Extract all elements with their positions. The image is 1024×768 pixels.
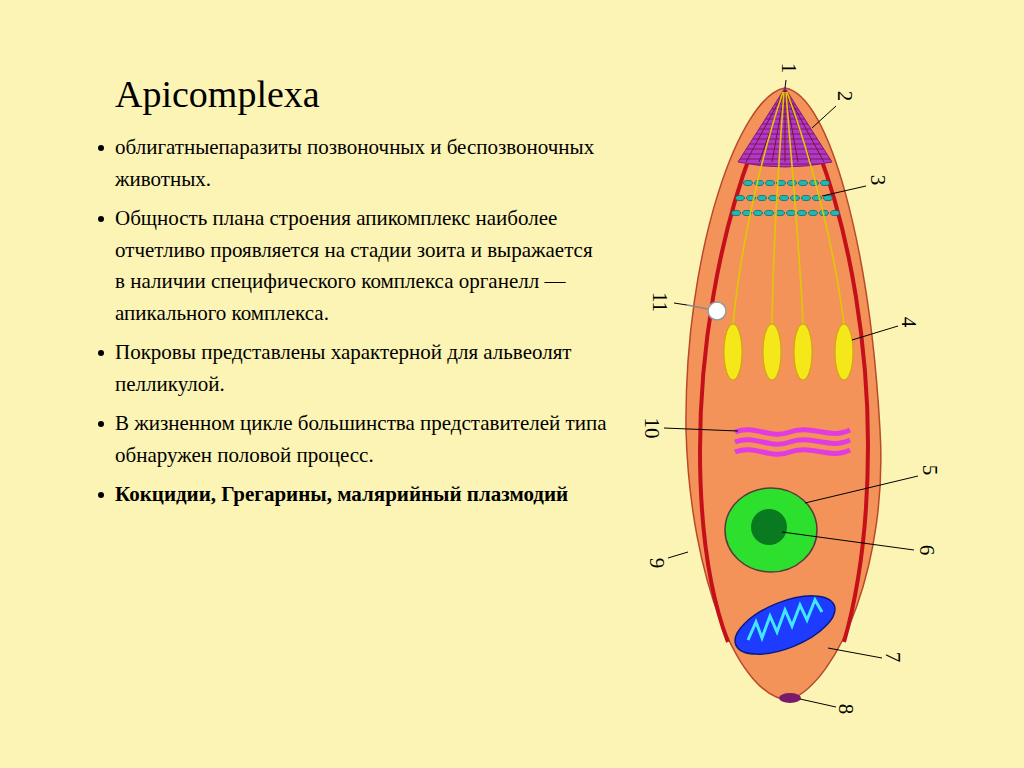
- bullet-text: облигатныепаразиты позвоночных и беспозв…: [115, 135, 594, 191]
- micropore: [708, 302, 726, 320]
- microneme: [831, 210, 840, 215]
- microneme: [744, 180, 753, 185]
- bullet-item: Кокцидии, Грегарины, малярийный плазмоди…: [115, 479, 607, 511]
- microneme: [754, 210, 763, 215]
- nucleus: [725, 488, 817, 572]
- callout-number: 6: [916, 545, 938, 556]
- leader-lines: [664, 80, 918, 707]
- bullet-item: Покровы представлены характерной для аль…: [115, 337, 607, 400]
- conoid-ray: [785, 90, 786, 162]
- bullet-dot: [98, 216, 104, 222]
- conoid: [738, 88, 832, 167]
- microneme: [787, 210, 796, 215]
- rhoptry-ducts: [733, 92, 844, 325]
- mitochondrion-cristae: [748, 600, 822, 640]
- bullet-dot: [98, 421, 104, 427]
- bullet-text: В жизненном цикле большинства представит…: [115, 411, 606, 467]
- bullet-dot: [98, 350, 104, 356]
- pellicle-membrane: [700, 150, 752, 642]
- rhoptries: [724, 324, 853, 380]
- bullet-text: Общность плана строения апикомплекс наиб…: [115, 206, 593, 325]
- microneme: [788, 180, 797, 185]
- bullet-item: облигатныепаразиты позвоночных и беспозв…: [115, 132, 607, 195]
- callout-number: 11: [649, 292, 671, 312]
- microneme: [732, 210, 741, 215]
- microneme: [766, 180, 775, 185]
- posterior-ring: [779, 693, 801, 703]
- microneme: [799, 180, 808, 185]
- callout-number: 4: [898, 317, 920, 328]
- micropore-stalk: [687, 305, 708, 309]
- bullet-text: Покровы представлены характерной для аль…: [115, 340, 572, 396]
- callout-number: 3: [867, 175, 889, 186]
- callout-number: 7: [882, 652, 904, 663]
- microneme: [755, 180, 764, 185]
- callout-number: 10: [641, 418, 663, 439]
- microneme: [810, 180, 819, 185]
- mitochondrion: [727, 584, 843, 666]
- callout-number: 5: [919, 465, 941, 476]
- bullet-item: Общность плана строения апикомплекс наиб…: [115, 203, 607, 329]
- golgi-apparatus: [735, 430, 850, 455]
- callout-number: 1: [778, 63, 800, 74]
- bullet-text: Кокцидии, Грегарины, малярийный плазмоди…: [115, 482, 568, 506]
- microneme: [765, 210, 774, 215]
- microneme: [821, 180, 830, 185]
- microneme: [809, 210, 818, 215]
- callout-number: 2: [834, 91, 856, 102]
- cell-body: [686, 88, 881, 700]
- bullet-dot: [98, 145, 104, 151]
- microneme: [798, 210, 807, 215]
- microneme: [736, 195, 745, 200]
- bullet-item: В жизненном цикле большинства представит…: [115, 408, 607, 471]
- callout-number: 8: [835, 704, 857, 715]
- microneme: [802, 195, 811, 200]
- bullet-list: облигатныепаразиты позвоночных и беспозв…: [115, 132, 607, 519]
- nucleolus: [751, 509, 787, 545]
- callout-number: 9: [646, 558, 668, 569]
- microneme: [824, 195, 833, 200]
- microneme: [758, 195, 767, 200]
- slide-title: Apicomplexa: [115, 72, 320, 116]
- microneme: [780, 195, 789, 200]
- bullet-dot: [98, 492, 104, 498]
- conoid-rays: [746, 90, 824, 162]
